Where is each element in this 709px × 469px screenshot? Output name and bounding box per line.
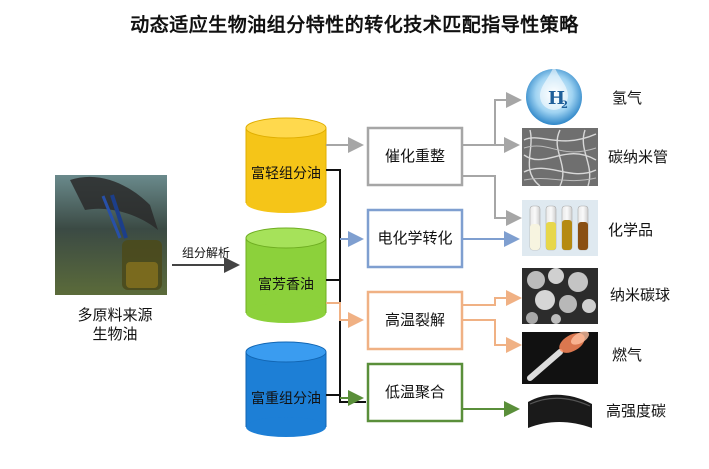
fuel-gas-image: [522, 331, 598, 384]
product-label-hscarbon: 高强度碳: [606, 402, 666, 420]
process-box-polymer: [366, 362, 464, 423]
product-label-hydrogen: 氢气: [612, 89, 642, 107]
product-label-fuelgas: 燃气: [612, 346, 642, 364]
chemicals-image: [522, 200, 598, 256]
process-label-polymer: 低温聚合: [385, 383, 445, 401]
high-strength-carbon-image: [522, 386, 598, 436]
cylinder-heavy: [245, 341, 327, 437]
fraction-label-heavy: 富重组分油: [251, 390, 321, 407]
fraction-label-light: 富轻组分油: [251, 165, 321, 182]
carbon-nanotube-image: [522, 128, 598, 187]
process-box-catalytic: [366, 126, 464, 187]
product-label-nanosphere: 纳米碳球: [610, 286, 670, 304]
fraction-label-aromatic: 富芳香油: [258, 276, 314, 293]
hydrogen-icon: H 2: [526, 66, 582, 125]
connector-black: [326, 169, 366, 403]
h2-text: H: [548, 88, 565, 109]
cylinder-light: [245, 117, 327, 213]
product-label-cnt: 碳纳米管: [608, 148, 668, 166]
bio-oil-photo: [55, 175, 167, 295]
process-box-electro: [366, 208, 464, 269]
process-label-electro: 电化学转化: [377, 229, 452, 247]
svg-text:2: 2: [561, 100, 568, 111]
source-label: 多原料来源 生物油: [60, 306, 170, 344]
page-title: 动态适应生物油组分特性的转化技术匹配指导性策略: [130, 14, 579, 36]
source-label-line2: 生物油: [92, 325, 138, 343]
product-label-chemicals: 化学品: [608, 221, 653, 239]
cylinder-aromatic: [245, 227, 327, 323]
nano-carbon-sphere-image: [522, 268, 598, 324]
source-label-line1: 多原料来源: [77, 306, 153, 324]
process-label-catalytic: 催化重整: [385, 147, 445, 165]
process-label-pyrolysis: 高温裂解: [385, 311, 445, 329]
parse-label: 组分解析: [182, 246, 230, 260]
process-box-pyrolysis: [366, 290, 464, 351]
